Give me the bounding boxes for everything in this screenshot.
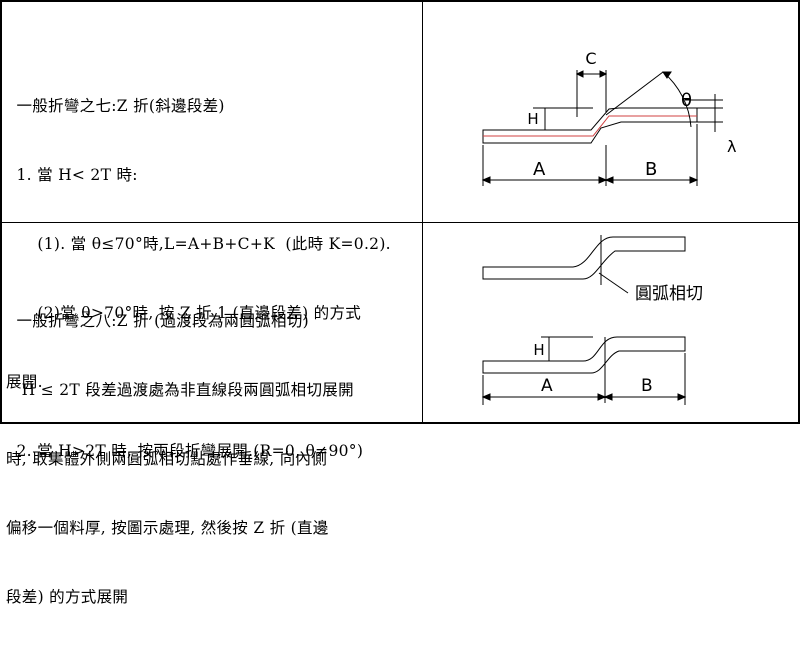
angle-theta-label: θ [681, 90, 692, 111]
tangent-arc-label: 圓弧相切 [635, 284, 703, 304]
section7-line: 展開. [6, 373, 43, 391]
section8-line: 一般折彎之八:Z 折 (過渡段為兩圓弧相切) [6, 312, 309, 330]
dim-b-label: B [645, 159, 657, 180]
section8-line: 時, 取集體外側兩圓弧相切點處作垂線, 向內側 [6, 450, 328, 468]
dim-a-label: A [533, 159, 546, 180]
section7-line: (1). 當 θ≤70°時,L=A+B+C+K (此時 K=0.2). [6, 235, 391, 253]
section7-line: (2)當 θ>70°時, 按 Z 折 1 (直邊段差) 的方式 [6, 304, 362, 322]
z-bend-slanted-diagram: C H θ λ A B [481, 49, 736, 186]
section7-line: 1. 當 H< 2T 時: [6, 166, 138, 184]
dim-c-label: C [585, 49, 596, 68]
dim-b-label: B [641, 376, 653, 396]
section8-line: H ≤ 2T 段差過渡處為非直線段兩圓弧相切展開 [6, 381, 354, 399]
dim-h-label: H [527, 110, 538, 128]
section8-text: 一般折彎之八:Z 折 (過渡段為兩圓弧相切) H ≤ 2T 段差過渡處為非直線段… [6, 264, 354, 655]
section7-diagram-cell: C H θ λ A B [422, 0, 800, 223]
section7-line: 一般折彎之七:Z 折(斜邊段差) [6, 97, 225, 115]
section8-line: 段差) 的方式展開 [6, 588, 129, 606]
dim-h-label: H [533, 341, 544, 359]
section7-text-cell: 一般折彎之七:Z 折(斜邊段差) 1. 當 H< 2T 時: (1). 當 θ≤… [0, 0, 423, 460]
spec-table: 一般折彎之七:Z 折(斜邊段差) 1. 當 H< 2T 時: (1). 當 θ≤… [0, 0, 800, 606]
dim-lambda-label: λ [727, 137, 736, 156]
section8-line: 偏移一個料厚, 按圖示處理, 然後按 Z 折 (直邊 [6, 519, 329, 537]
dim-a-label: A [541, 376, 553, 396]
z-bend-tangent-arc-diagram: 圓弧相切 H A B [481, 235, 703, 405]
section8-text-cell: 一般折彎之八:Z 折 (過渡段為兩圓弧相切) H ≤ 2T 段差過渡處為非直線段… [0, 222, 423, 606]
section8-diagram-cell: 圓弧相切 H A B [422, 222, 800, 424]
